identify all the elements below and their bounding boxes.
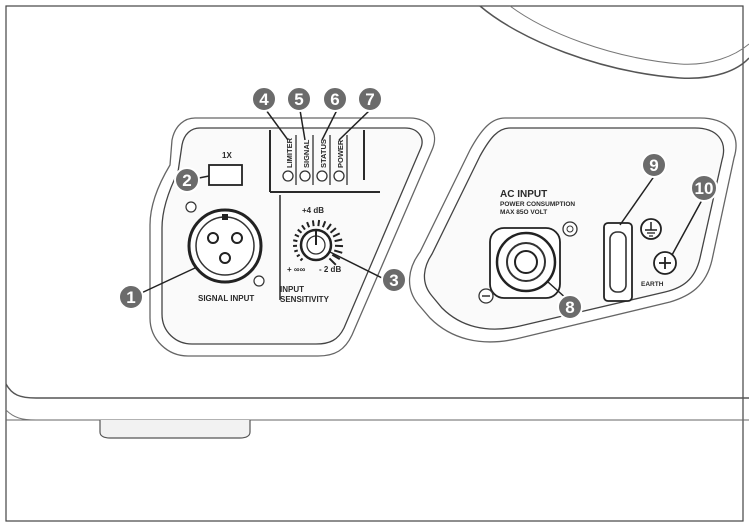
xlr-pin — [219, 252, 231, 264]
status-led — [316, 170, 328, 182]
xlr-key — [222, 214, 228, 220]
gain-scale-tick — [294, 233, 300, 238]
power-led — [333, 170, 345, 182]
callout-number: 2 — [182, 171, 191, 190]
callout-number: 3 — [389, 271, 398, 290]
power-consumption-label: POWER CONSUMPTION — [500, 201, 575, 208]
limiter-led — [282, 170, 294, 182]
callout-number: 6 — [330, 90, 339, 109]
callout-10: 10 — [690, 174, 718, 202]
gain-scale-tick — [293, 239, 298, 243]
gain-scale-tick — [296, 253, 301, 258]
signal-led — [299, 170, 311, 182]
ac-connector-core — [514, 250, 538, 274]
led-label-signal: SIGNAL — [302, 139, 311, 168]
callout-number: 1 — [126, 288, 135, 307]
ac-mount-screw-inner — [566, 225, 574, 233]
callout-leaders — [136, 109, 703, 301]
input-sensitivity-label: INPUT — [280, 285, 304, 294]
gain-scale-tick — [326, 223, 332, 231]
xlr-pin — [207, 232, 219, 244]
callout-markers: 1 2 3 4 5 6 7 8 — [118, 86, 718, 320]
led-label-status: STATUS — [319, 139, 328, 168]
callout-3: 3 — [381, 267, 407, 293]
ac-input-title: AC INPUT — [500, 189, 547, 200]
gain-scale-tick — [297, 228, 303, 234]
callout-7: 7 — [357, 86, 383, 112]
xlr-connector-inner — [195, 216, 255, 276]
callout-number: 8 — [565, 298, 574, 317]
gain-scale-tick — [329, 227, 337, 234]
gain-scale-tick — [333, 249, 343, 254]
gain-scale-tick — [332, 232, 341, 238]
1x-label: 1X — [222, 151, 232, 160]
1x-switch[interactable] — [208, 164, 243, 186]
gain-min-label: + ∞∞ — [287, 265, 306, 274]
cabinet-base-edge — [5, 383, 749, 399]
signal-input-label: SIGNAL INPUT — [198, 294, 254, 303]
callout-number: 4 — [259, 90, 269, 109]
cabinet-foot — [99, 420, 251, 439]
gain-scale-tick — [334, 238, 343, 243]
callout-2: 2 — [174, 167, 200, 193]
fuse-holder-cap — [609, 231, 627, 293]
callout-number: 7 — [365, 90, 374, 109]
xlr-mount-hole — [185, 201, 197, 213]
callout-number: 9 — [649, 156, 658, 175]
callout-9: 9 — [641, 152, 667, 178]
gain-scale-tick — [311, 220, 315, 227]
gain-scale-tick — [306, 221, 311, 228]
ac-panel-outer — [408, 117, 737, 343]
gain-scale-tick — [317, 219, 321, 227]
callout-5: 5 — [286, 86, 312, 112]
callout-8: 8 — [557, 294, 583, 320]
top-recess-inner — [509, 5, 749, 65]
callout-number: 10 — [695, 179, 714, 198]
input-panel-outer — [149, 117, 436, 357]
callout-4: 4 — [251, 86, 277, 112]
gain-scale-tick — [294, 249, 299, 253]
power-value-label: MAX 85O VOLT — [500, 209, 547, 216]
xlr-pin — [231, 232, 243, 244]
top-recess-outer — [479, 5, 749, 79]
gain-scale-tick — [321, 220, 327, 228]
callout-6: 6 — [322, 86, 348, 112]
callout-number: 5 — [294, 90, 303, 109]
gain-nominal-label: - 2 dB — [319, 265, 341, 274]
input-sensitivity-label-2: SENSITIVITY — [280, 295, 330, 304]
gain-scale-tick — [301, 224, 306, 231]
gain-scale-tick — [331, 253, 341, 261]
led-label-power: POWER — [336, 139, 345, 168]
gain-scale-ticks — [293, 219, 344, 266]
callout-1: 1 — [118, 284, 144, 310]
gain-scale-tick — [299, 257, 304, 262]
xlr-mount-hole — [253, 275, 265, 287]
earth-label: EARTH — [641, 281, 664, 288]
led-label-limiter: LIMITER — [285, 137, 294, 168]
gain-max-label: +4 dB — [302, 206, 324, 215]
gain-scale-tick — [328, 257, 337, 266]
